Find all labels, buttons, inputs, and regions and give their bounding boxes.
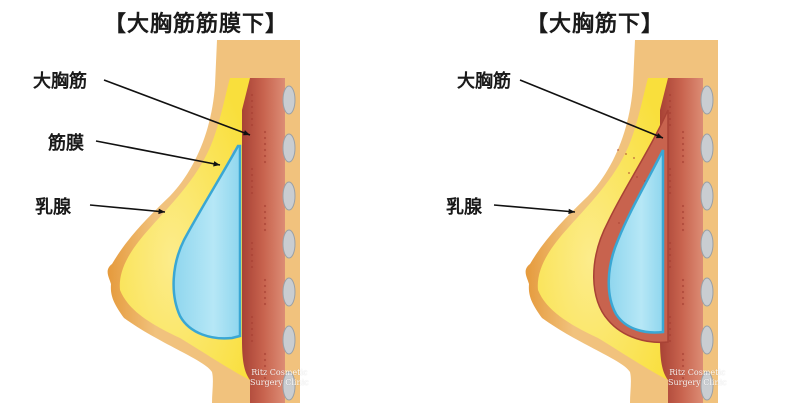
rib bbox=[282, 133, 296, 163]
rib bbox=[700, 229, 714, 259]
rib bbox=[282, 85, 296, 115]
panel-title-submuscular: 【大胸筋下】 bbox=[526, 12, 665, 37]
watermark-left: Ritz Cosmetic Surgery Clinic bbox=[250, 368, 309, 387]
label-mammary-gland-left: 乳腺 bbox=[35, 197, 71, 218]
breast-section-left bbox=[107, 40, 300, 403]
leader-fascia-left-arrowhead bbox=[213, 161, 220, 167]
rib bbox=[700, 371, 714, 401]
leader-mammary-right-arrowhead bbox=[568, 208, 575, 215]
breast-section-right bbox=[525, 40, 718, 403]
rib bbox=[282, 229, 296, 259]
breast-implant bbox=[607, 149, 665, 334]
label-pectoralis-major-left: 大胸筋 bbox=[33, 71, 87, 92]
leader-pectoralis-left-arrowhead bbox=[243, 130, 250, 136]
leader-mammary-left-arrowhead bbox=[158, 208, 165, 215]
watermark-right: Ritz Cosmetic Surgery Clinic bbox=[668, 368, 727, 387]
panel-title-subfascial: 【大胸筋筋膜下】 bbox=[104, 12, 289, 37]
leader-pectoralis-right bbox=[519, 79, 664, 139]
rib bbox=[282, 371, 296, 401]
pectoralis-muscle-band bbox=[242, 78, 285, 403]
label-pectoralis-major-right: 大胸筋 bbox=[457, 71, 511, 92]
rib bbox=[282, 277, 296, 307]
leader-pectoralis-right-arrowhead bbox=[656, 133, 663, 139]
leader-pectoralis-left bbox=[103, 79, 251, 136]
rib bbox=[700, 277, 714, 307]
rib bbox=[700, 85, 714, 115]
leader-mammary-right bbox=[493, 204, 576, 213]
rib bbox=[282, 181, 296, 211]
leader-fascia-left bbox=[95, 140, 221, 166]
label-fascia-left: 筋膜 bbox=[48, 133, 84, 154]
pectoralis-muscle-band bbox=[660, 78, 703, 403]
rib bbox=[282, 325, 296, 355]
breast-implant bbox=[172, 144, 242, 340]
leader-mammary-left bbox=[89, 204, 166, 213]
label-mammary-gland-right: 乳腺 bbox=[446, 197, 482, 218]
rib bbox=[700, 325, 714, 355]
rib bbox=[700, 133, 714, 163]
rib bbox=[700, 181, 714, 211]
